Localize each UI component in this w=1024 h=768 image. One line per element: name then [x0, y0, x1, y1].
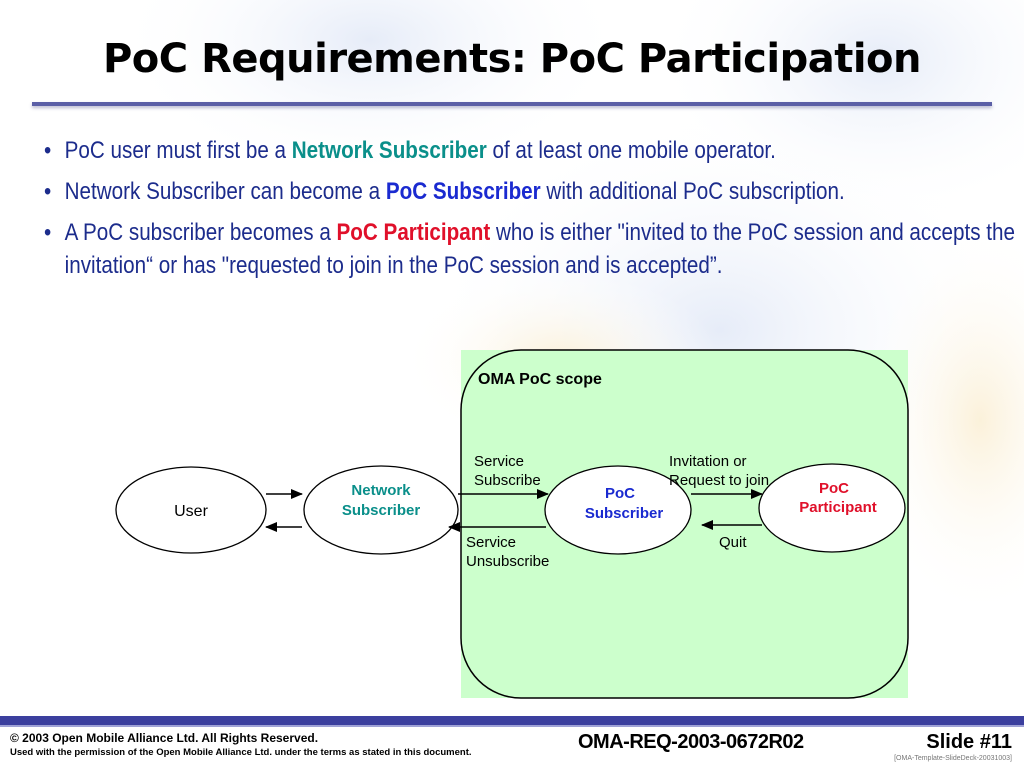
document-id: OMA-REQ-2003-0672R02 [578, 731, 804, 753]
invitation-label-line2: Request to join [669, 472, 769, 489]
bullet-text-pre: PoC user must first be a [64, 137, 292, 164]
poc-participant-label-line2: Participant [799, 499, 877, 516]
footer-band [0, 716, 1024, 725]
bullet-text-post: who is either "invited to the PoC sessio… [64, 219, 1015, 279]
invitation-label-line1: Invitation or [669, 453, 747, 470]
poc-participant-label-line1: PoC [819, 480, 849, 497]
bullet-text-pre: Network Subscriber can become a [64, 178, 386, 205]
poc-participant-node [758, 463, 906, 553]
title-divider [32, 102, 992, 106]
service-unsubscribe-label-line2: Unsubscribe [466, 553, 549, 570]
user-label: User [174, 503, 208, 520]
quit-label: Quit [719, 534, 747, 551]
network-subscriber-node [303, 465, 459, 555]
user-node [115, 466, 267, 554]
bullet-item: • PoC user must first be a Network Subscr… [44, 134, 1024, 167]
copyright-text: © 2003 Open Mobile Alliance Ltd. All Rig… [10, 731, 319, 745]
bullet-list: • PoC user must first be a Network Subscr… [44, 134, 1015, 290]
poc-subscriber-node [544, 465, 692, 555]
network-subscriber-label-line1: Network [351, 482, 411, 499]
template-id: [OMA-Template-SlideDeck-20031003] [894, 755, 1012, 762]
poc-subscriber-label-line1: PoC [605, 485, 635, 502]
footer-band-accent [0, 725, 1024, 727]
scope-label: OMA PoC scope [478, 371, 602, 388]
slide-number: Slide #11 [926, 731, 1012, 753]
poc-subscriber-label-line2: Subscriber [585, 505, 664, 522]
bullet-dot: • [44, 219, 52, 246]
poc-subscriber-term: PoC Subscriber [385, 178, 541, 205]
bullet-item: • A PoC subscriber becomes a PoC Particip… [44, 216, 1024, 282]
bullet-text-post: of at least one mobile operator. [486, 137, 776, 164]
bullet-item: • Network Subscriber can become a PoC Sub… [44, 175, 1024, 208]
slide-title: PoC Requirements: PoC Participation [102, 36, 922, 82]
service-unsubscribe-label-line1: Service [466, 534, 516, 551]
bullet-text-pre: A PoC subscriber becomes a [64, 219, 337, 246]
service-subscribe-label-line2: Subscribe [474, 472, 541, 489]
bullet-dot: • [44, 178, 52, 205]
permission-text: Used with the permission of the Open Mob… [10, 747, 472, 758]
poc-participant-term: PoC Participant [336, 219, 491, 246]
bullet-text-post: with additional PoC subscription. [540, 178, 845, 205]
network-subscriber-term: Network Subscriber [291, 137, 487, 164]
bullet-dot: • [44, 137, 52, 164]
service-subscribe-label-line1: Service [474, 453, 524, 470]
network-subscriber-label-line2: Subscriber [342, 502, 421, 519]
